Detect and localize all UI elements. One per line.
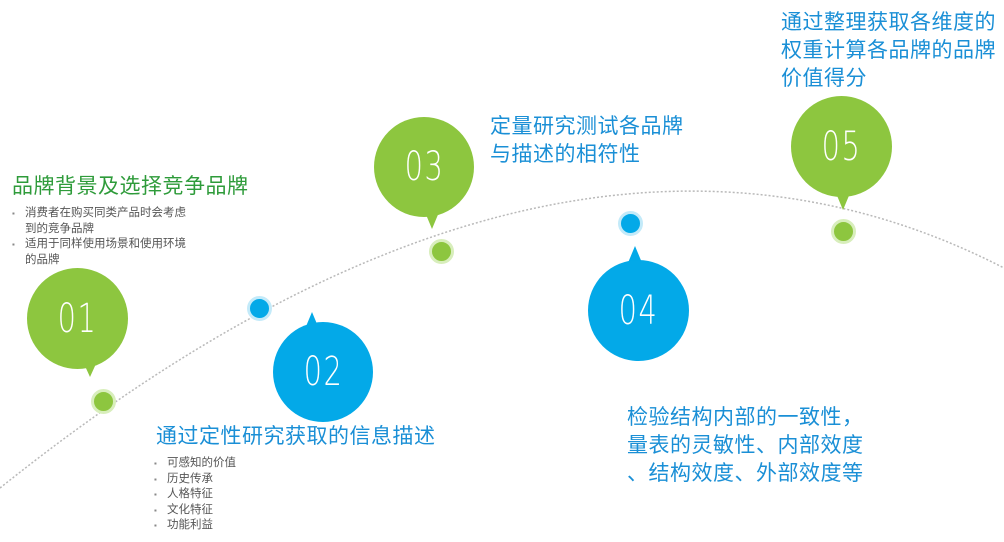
list-item: 人格特征	[154, 487, 304, 503]
list-item: 历史传承	[154, 472, 304, 488]
step-03-callout: 03	[374, 117, 474, 217]
list-item: 可感知的价值	[154, 456, 304, 472]
step-04-callout: 04	[588, 260, 689, 361]
step-05-callout: 05	[791, 96, 892, 197]
step-05-marker	[831, 219, 856, 244]
step-01-number: 01	[57, 295, 98, 342]
step-05-title: 通过整理获取各维度的 权重计算各品牌的品牌 价值得分	[781, 9, 996, 93]
step-04-title-line2: 量表的灵敏性、内部效度	[627, 434, 864, 457]
list-item: 文化特征	[154, 503, 304, 519]
step-01-title: 品牌背景及选择竞争品牌	[12, 175, 249, 198]
step-03-title: 定量研究测试各品牌 与描述的相符性	[490, 113, 684, 169]
step-04-number: 04	[618, 287, 659, 334]
step-04-title: 检验结构内部的一致性， 量表的灵敏性、内部效度 、结构效度、外部效度等	[627, 404, 864, 488]
step-02-callout: 02	[273, 322, 373, 422]
list-item: 功能利益	[154, 518, 304, 534]
step-05-number: 05	[821, 123, 862, 170]
step-05-title-line1: 通过整理获取各维度的	[781, 11, 996, 34]
step-02-title: 通过定性研究获取的信息描述	[156, 425, 436, 448]
list-item: 适用于同样使用场景和使用环境的品牌	[12, 237, 192, 268]
step-04-title-line1: 检验结构内部的一致性，	[627, 406, 864, 429]
step-01-marker	[91, 389, 116, 414]
step-03-marker	[429, 239, 454, 264]
step-03-number: 03	[404, 144, 444, 190]
step-02-bullets: 可感知的价值 历史传承 人格特征 文化特征 功能利益	[154, 456, 304, 534]
step-03-title-line2: 与描述的相符性	[490, 143, 641, 166]
step-02-number: 02	[303, 349, 343, 395]
step-05-title-line3: 价值得分	[781, 67, 867, 90]
step-02-marker	[247, 296, 272, 321]
arc-path	[0, 190, 1004, 489]
step-03-title-line1: 定量研究测试各品牌	[490, 115, 684, 138]
step-04-title-line3: 、结构效度、外部效度等	[627, 462, 864, 485]
step-01-bullets: 消费者在购买同类产品时会考虑到的竞争品牌 适用于同样使用场景和使用环境的品牌	[12, 206, 192, 268]
step-01-callout: 01	[27, 268, 128, 369]
step-04-marker	[618, 211, 643, 236]
step-05-title-line2: 权重计算各品牌的品牌	[781, 39, 996, 62]
list-item: 消费者在购买同类产品时会考虑到的竞争品牌	[12, 206, 192, 237]
